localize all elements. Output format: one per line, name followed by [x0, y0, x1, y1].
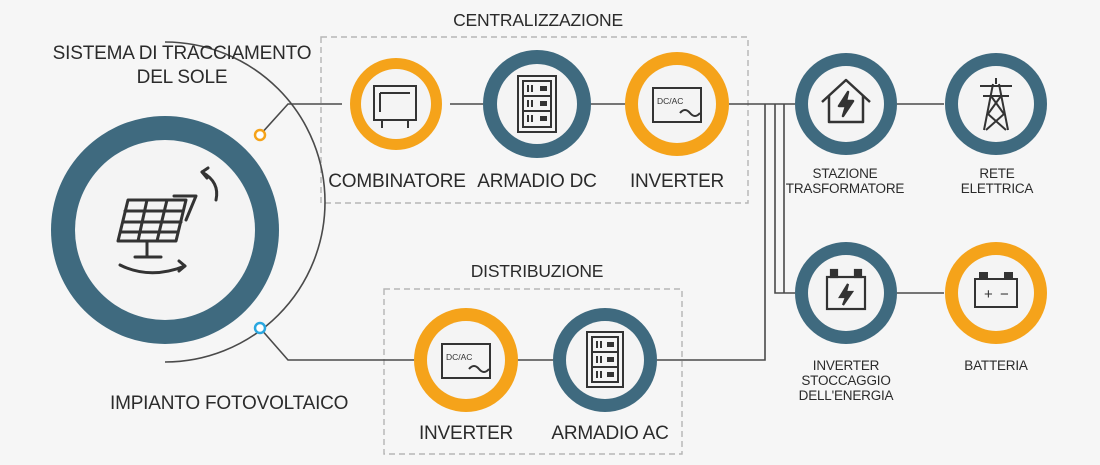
ac-cabinet-label: ARMADIO AC: [551, 423, 669, 444]
tracking-label-line-1: SISTEMA DI TRACCIAMENTO: [52, 43, 312, 64]
storage-label-line-3: DELL'ENERGIA: [798, 388, 894, 403]
storage-label-line-2: STOCCAGGIO: [801, 373, 891, 388]
battery-bolt-icon: [825, 268, 867, 311]
inverter-distributed-label: INVERTER: [418, 423, 514, 444]
transformer-node: [795, 53, 897, 155]
battery-minus-sign: −: [1000, 286, 1009, 303]
house-bolt-icon: [821, 78, 871, 124]
source-arc: [164, 41, 326, 363]
battery-plus-sign: +: [984, 286, 993, 303]
inverter-icon: [652, 87, 702, 123]
transformer-label-line-2: TRASFORMATORE: [785, 181, 905, 196]
solar-panel-icon: [116, 166, 219, 275]
distributed-group-label: DISTRIBUZIONE: [470, 261, 604, 281]
pv-plant-label: IMPIANTO FOTOVOLTAICO: [110, 393, 349, 414]
inverter-distributed-node: DC/AC: [414, 308, 518, 412]
inverter-central-icon-text: DC/AC: [657, 96, 683, 106]
transformer-label: STAZIONE TRASFORMATORE: [785, 166, 905, 196]
pv-connector-dot: [253, 321, 267, 335]
tracking-system-label: SISTEMA DI TRACCIAMENTO DEL SOLE: [53, 42, 312, 90]
grid-label: RETE ELETTRICA: [960, 166, 1034, 196]
cabinet-icon: [586, 331, 624, 388]
centralized-group-label: CENTRALIZZAZIONE: [453, 10, 623, 30]
distributed-group-box: [383, 288, 683, 455]
inverter-icon: [441, 343, 491, 379]
storage-inverter-node: [795, 242, 897, 344]
dc-cabinet-label: ARMADIO DC: [477, 171, 597, 192]
power-tower-icon: [980, 78, 1012, 131]
combiner-label: COMBINATORE: [328, 171, 466, 192]
inverter-central-node: DC/AC: [625, 52, 729, 156]
dc-cabinet-node: [483, 50, 591, 158]
battery-node: + −: [945, 242, 1047, 344]
grid-label-line-1: RETE: [979, 166, 1015, 181]
combiner-node: [350, 58, 442, 150]
solar-panel-node: [51, 116, 279, 344]
ac-cabinet-node: [553, 308, 657, 412]
inverter-central-label: INVERTER: [629, 171, 725, 192]
combiner-icon: [373, 85, 417, 128]
storage-inverter-label: INVERTER STOCCAGGIO DELL'ENERGIA: [799, 358, 894, 403]
battery-label: BATTERIA: [964, 358, 1028, 373]
inverter-distributed-icon-text: DC/AC: [446, 352, 472, 362]
cabinet-icon: [517, 75, 557, 133]
tracking-label-line-2: DEL SOLE: [136, 67, 228, 88]
connector-lines: [259, 103, 944, 361]
grid-node: [945, 53, 1047, 155]
grid-label-line-2: ELETTRICA: [960, 181, 1034, 196]
tracking-connector-dot: [253, 128, 267, 142]
transformer-label-line-1: STAZIONE: [812, 166, 878, 181]
storage-label-line-1: INVERTER: [812, 358, 880, 373]
battery-icon: [974, 272, 1018, 308]
centralized-group-box: [320, 36, 749, 204]
